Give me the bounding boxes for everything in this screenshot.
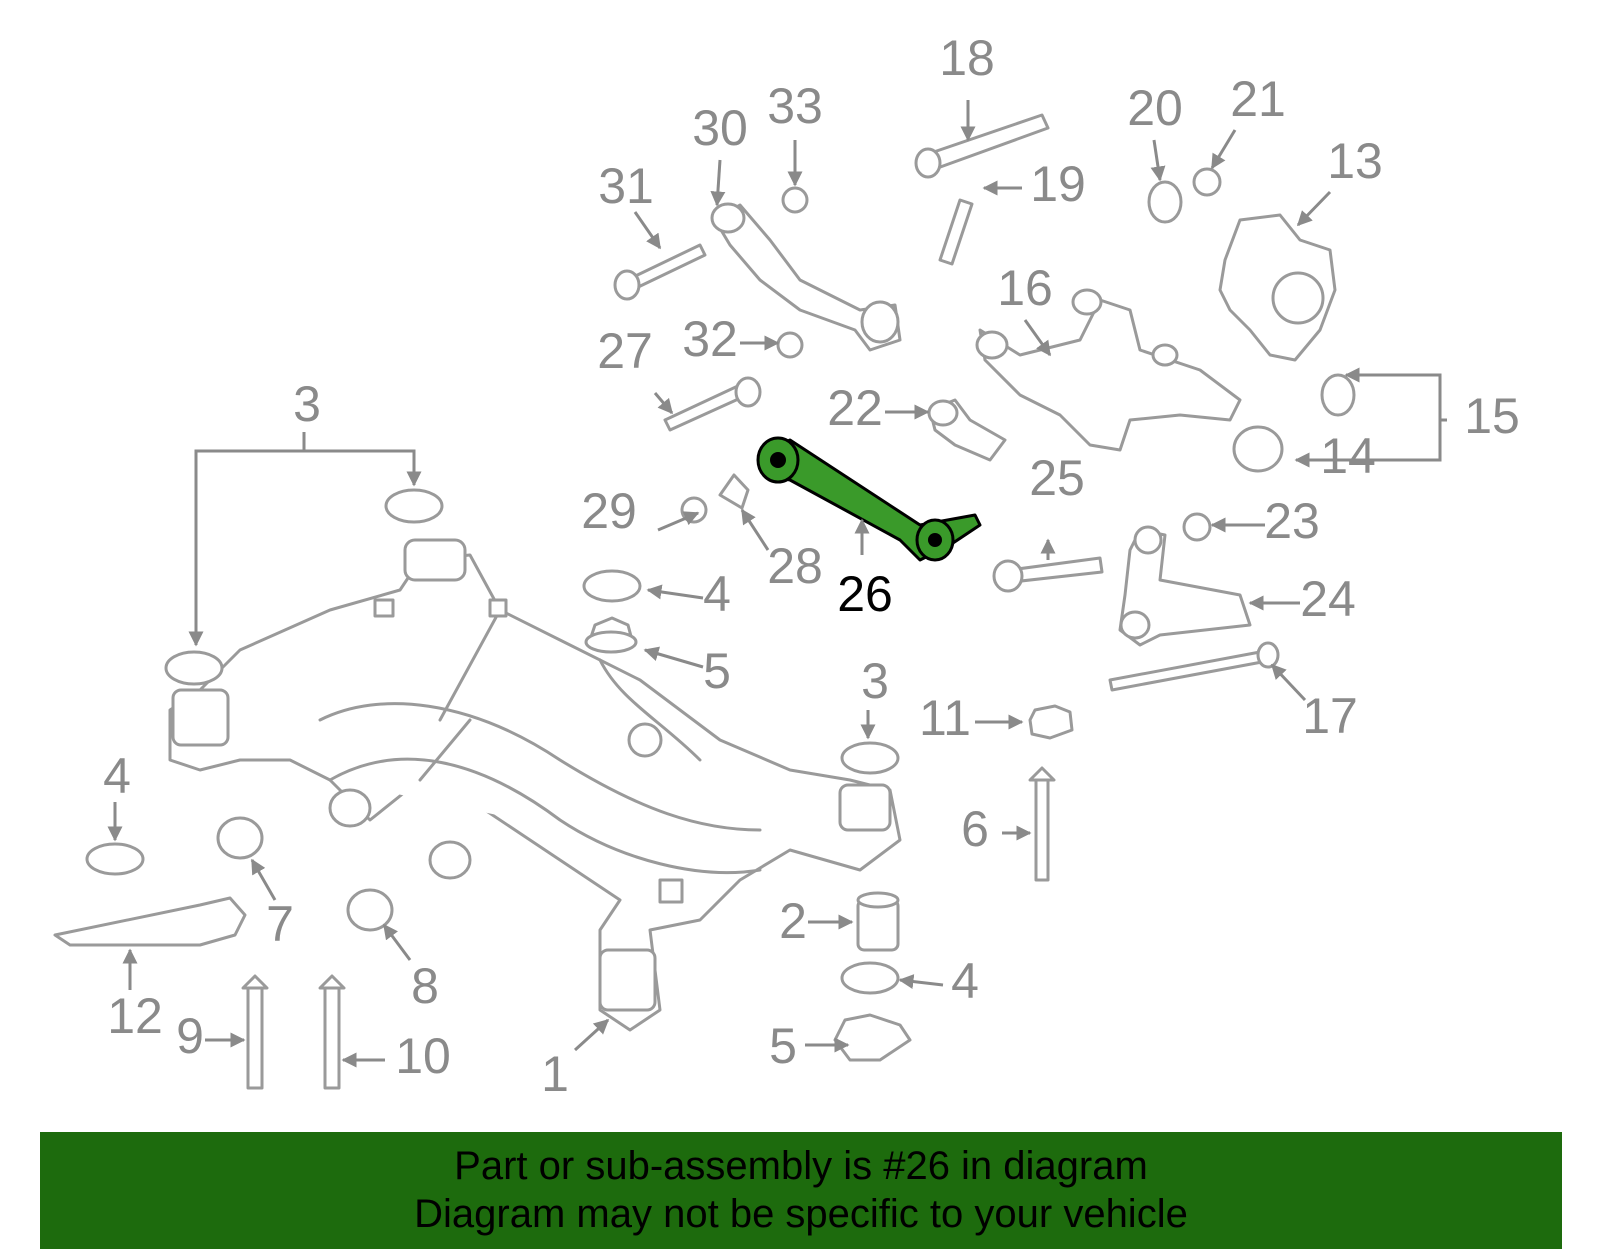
info-banner: Part or sub-assembly is #26 in diagram D… — [40, 1132, 1562, 1249]
label-12: 12 — [107, 988, 163, 1044]
label-26: 26 — [837, 566, 893, 622]
label-3-right: 3 — [861, 653, 889, 709]
label-28: 28 — [767, 538, 823, 594]
label-23: 23 — [1264, 493, 1320, 549]
bolts — [241, 113, 1280, 1090]
label-13: 13 — [1327, 133, 1383, 189]
label-24: 24 — [1300, 571, 1356, 627]
label-14: 14 — [1320, 428, 1376, 484]
gaskets — [85, 488, 900, 995]
banner-line-2: Diagram may not be specific to your vehi… — [414, 1192, 1188, 1236]
label-11: 11 — [919, 690, 971, 746]
banner-line-1: Part or sub-assembly is #26 in diagram — [454, 1144, 1148, 1188]
label-5-bottom: 5 — [769, 1018, 797, 1074]
label-25: 25 — [1029, 450, 1085, 506]
label-27: 27 — [597, 323, 653, 379]
label-29: 29 — [581, 483, 637, 539]
label-33: 33 — [767, 78, 823, 134]
label-21: 21 — [1230, 71, 1286, 127]
label-2: 2 — [779, 893, 807, 949]
label-22: 22 — [827, 380, 883, 436]
label-5-mid: 5 — [703, 643, 731, 699]
label-4-left: 4 — [103, 748, 131, 804]
label-16: 16 — [997, 260, 1053, 316]
label-31: 31 — [598, 158, 654, 214]
label-30: 30 — [692, 100, 748, 156]
label-32: 32 — [682, 311, 738, 367]
label-7: 7 — [266, 896, 294, 952]
label-3-top: 3 — [293, 376, 321, 432]
label-1: 1 — [541, 1046, 569, 1102]
label-20: 20 — [1127, 80, 1183, 136]
label-4-mid: 4 — [703, 566, 731, 622]
label-17: 17 — [1302, 688, 1358, 744]
highlighted-part-26 — [756, 436, 982, 562]
label-6: 6 — [961, 801, 989, 857]
label-18: 18 — [939, 30, 995, 86]
label-15: 15 — [1464, 388, 1520, 444]
rear-subframe — [168, 538, 902, 1032]
callout-labels: 1 2 3 3 3 4 4 4 5 5 6 7 8 9 10 11 12 13 … — [103, 30, 1520, 1102]
label-8: 8 — [411, 958, 439, 1014]
label-10: 10 — [395, 1028, 451, 1084]
label-9: 9 — [176, 1008, 204, 1064]
label-19: 19 — [1030, 156, 1086, 212]
label-4-bottom: 4 — [951, 953, 979, 1009]
leader-lines — [107, 100, 1447, 1068]
mounts-bushings — [216, 373, 1356, 1062]
